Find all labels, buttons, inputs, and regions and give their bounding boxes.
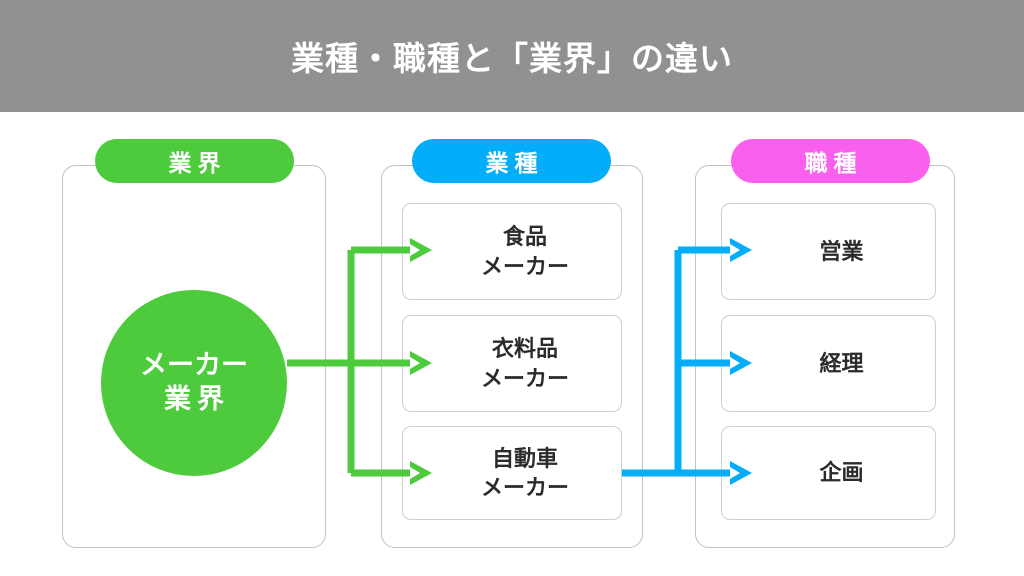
card-job-type-sales: 営業	[721, 203, 936, 300]
card-business-type-automobile-line1: 自動車	[491, 445, 558, 471]
card-job-type-accounting-line1: 経理	[819, 350, 864, 376]
column-header-pill-job-type: 職種	[731, 139, 930, 183]
column-header-pill-business-type: 業種	[412, 139, 611, 183]
column-header-pill-industry: 業界	[95, 139, 294, 183]
card-business-type-apparel: 衣料品 メーカー	[402, 315, 622, 412]
card-business-type-apparel-line2: メーカー	[480, 365, 569, 391]
card-job-type-accounting: 経理	[721, 315, 936, 412]
card-business-type-food-line2: メーカー	[480, 253, 569, 279]
card-business-type-food-line1: 食品	[502, 224, 547, 250]
page-title: 業種・職種と「業界」の違い	[291, 40, 733, 77]
card-job-type-planning: 企画	[721, 426, 936, 520]
card-job-type-planning-line1: 企画	[819, 460, 864, 486]
node-industry-maker-line2: 業界	[164, 384, 230, 414]
node-industry-maker: メーカー 業界	[101, 290, 287, 476]
header-bar	[0, 0, 1024, 112]
card-business-type-automobile-line2: メーカー	[480, 475, 569, 500]
card-business-type-food: 食品 メーカー	[402, 203, 622, 300]
card-business-type-apparel-line1: 衣料品	[491, 336, 558, 362]
card-job-type-sales-line1: 営業	[819, 238, 864, 264]
node-industry-maker-line1: メーカー	[140, 350, 248, 381]
card-business-type-automobile: 自動車 メーカー	[402, 426, 622, 520]
